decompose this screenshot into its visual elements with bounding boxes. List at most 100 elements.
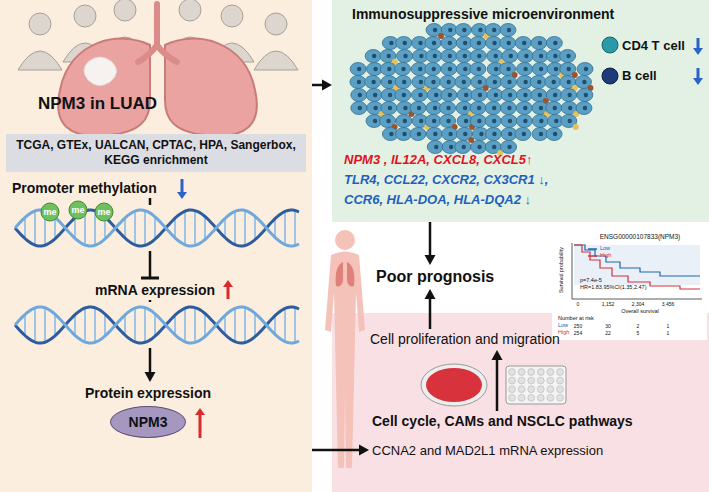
illustration-part [442, 128, 458, 141]
illustration-part [284, 211, 286, 244]
illustration-part [486, 128, 502, 141]
plot-label: 22 [605, 331, 611, 336]
illustration-part [10, 205, 306, 251]
illustration-part [104, 314, 106, 336]
illustration-part [284, 308, 286, 341]
node-text: mRNA expression [95, 282, 215, 298]
illustration-part [552, 230, 707, 340]
illustration-part [470, 37, 486, 50]
illustration-part [500, 24, 516, 37]
illustration-part [583, 106, 587, 110]
illustration-part [552, 80, 556, 84]
illustration-part [568, 119, 572, 123]
illustration-part [492, 119, 496, 123]
illustration-part [373, 119, 377, 123]
cell-icons [602, 37, 618, 84]
illustration-part [470, 115, 486, 128]
illustration-part [554, 119, 558, 123]
node-text: Promoter methylation [12, 180, 157, 196]
illustration-part [539, 67, 543, 71]
illustration-part [124, 315, 126, 335]
illustration-part [463, 67, 467, 71]
illustration-part [44, 308, 46, 342]
illustration-part [507, 80, 511, 84]
illustration-part [516, 102, 532, 115]
connector-arrow [425, 222, 436, 265]
illustration-part [574, 245, 700, 289]
illustration-part [539, 119, 543, 123]
illustration-part [58, 39, 150, 136]
illustration-part [294, 307, 296, 342]
illustration-part [528, 394, 535, 401]
illustration-part [566, 54, 570, 58]
illustration-part [74, 218, 76, 239]
illustration-part [492, 28, 496, 32]
illustration-part [470, 50, 486, 63]
inhibit-head [141, 277, 159, 280]
illustration-part [602, 37, 618, 53]
illustration-part [144, 211, 146, 246]
illustration-part [254, 51, 298, 70]
illustration-part [134, 308, 136, 342]
methyl-label: me [43, 208, 56, 217]
illustration-part [501, 76, 517, 89]
illustration-part [573, 124, 579, 130]
illustration-part [426, 368, 482, 402]
illustration-part [508, 93, 512, 97]
arrow-head [145, 372, 156, 382]
illustration-part [547, 369, 554, 376]
methyl-label: me [97, 208, 110, 217]
node-text: B cell [622, 68, 657, 83]
illustration-part [396, 115, 412, 128]
illustration-part [567, 67, 571, 71]
illustration-part [463, 41, 467, 45]
illustration-part [419, 54, 423, 58]
node-text: Protein expression [85, 385, 211, 401]
illustration-part [426, 128, 442, 141]
connector-arrow [425, 289, 436, 329]
illustration-part [177, 192, 187, 199]
illustration-part [194, 211, 196, 246]
illustration-part [477, 106, 481, 110]
illustration-part [532, 63, 548, 76]
illustration-part [485, 24, 501, 37]
plot-label: p=7.4e-5 [580, 278, 602, 284]
illustration-part [396, 37, 412, 50]
illustration-part [523, 106, 527, 110]
illustration-part [204, 217, 206, 240]
illustration-part [532, 115, 548, 128]
illustration-part [365, 76, 381, 89]
illustration-part [501, 115, 517, 128]
illustration-part [492, 106, 496, 110]
illustration-part [371, 80, 375, 84]
illustration-part [24, 217, 26, 238]
plot-label: Survival probability [559, 247, 565, 293]
illustration-part [446, 119, 450, 123]
illustration-part [553, 106, 557, 110]
illustration-part [492, 41, 496, 45]
illustration-part [537, 80, 541, 84]
illustration-part [557, 394, 564, 401]
illustration-part [441, 24, 457, 37]
illustration-part [577, 89, 593, 102]
plot-label: High [600, 253, 611, 259]
illustration-part [547, 386, 554, 393]
node-text: CCR6, HLA-DOA, HLA-DQA2 ↓ [344, 192, 531, 207]
illustration-part [41, 203, 59, 221]
illustration-part [477, 145, 481, 149]
illustration-part [546, 89, 562, 102]
node-text: TCGA, GTEx, UALCAN, CPTAC, HPA, Sangerbo… [12, 138, 300, 168]
illustration-part [506, 67, 510, 71]
illustration-part [537, 386, 544, 393]
km-plot [552, 230, 707, 340]
illustration-part [528, 377, 535, 384]
illustration-part [441, 63, 457, 76]
illustration-part [389, 41, 393, 45]
illustration-part [138, 4, 177, 62]
illustration-part [114, 0, 136, 21]
illustration-part [588, 248, 597, 250]
illustration-part [584, 93, 588, 97]
illustration-part [350, 63, 366, 76]
illustration-part [373, 106, 377, 110]
